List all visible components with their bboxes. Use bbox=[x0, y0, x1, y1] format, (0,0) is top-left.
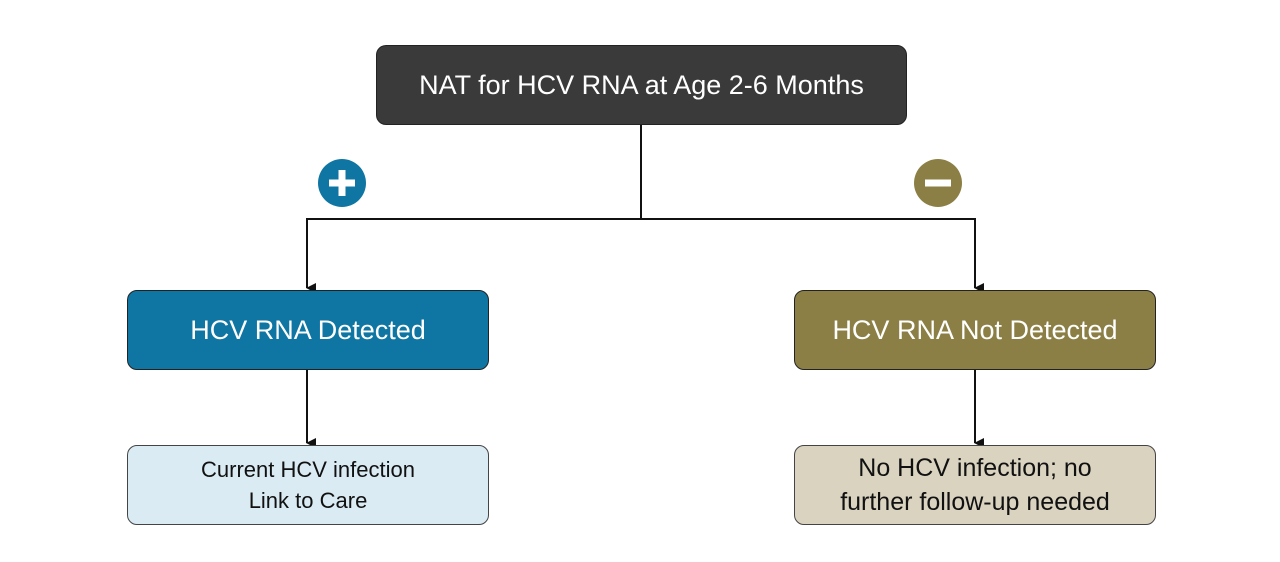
no-infection-node: No HCV infection; no further follow-up n… bbox=[794, 445, 1156, 525]
minus-circle-icon bbox=[914, 159, 962, 207]
current-infection-node: Current HCV infection Link to Care bbox=[127, 445, 489, 525]
detected-node: HCV RNA Detected bbox=[127, 290, 489, 370]
no-infection-line-2: further follow-up needed bbox=[840, 488, 1110, 516]
top-node: NAT for HCV RNA at Age 2-6 Months bbox=[376, 45, 907, 125]
not-detected-node-label: HCV RNA Not Detected bbox=[832, 314, 1118, 345]
detected-node-label: HCV RNA Detected bbox=[190, 314, 426, 345]
top-node-label: NAT for HCV RNA at Age 2-6 Months bbox=[419, 69, 864, 100]
plus-circle-icon bbox=[318, 159, 366, 207]
not-detected-node: HCV RNA Not Detected bbox=[794, 290, 1156, 370]
no-infection-line-1: No HCV infection; no bbox=[858, 454, 1092, 482]
current-infection-line-1: Current HCV infection bbox=[201, 457, 415, 482]
current-infection-line-2: Link to Care bbox=[248, 488, 368, 513]
